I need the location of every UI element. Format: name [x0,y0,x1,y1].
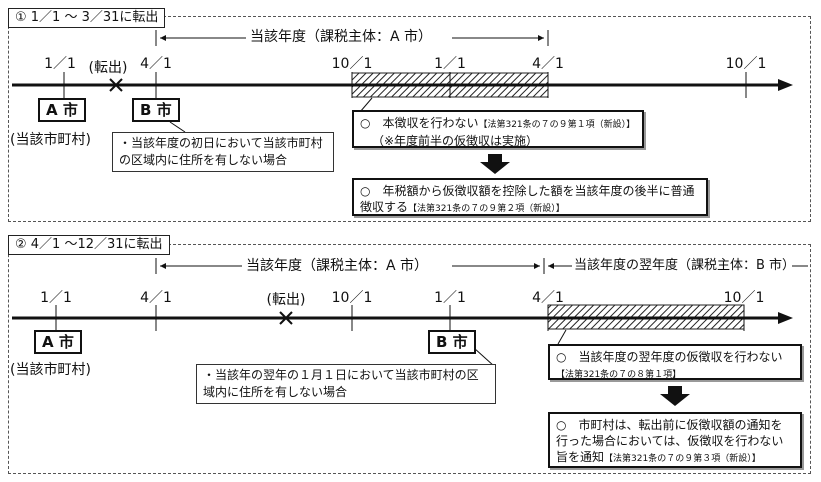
pointer-box-2 [557,329,567,345]
note-2: ・当該年の翌年の１月１日において当該市町村の区域内に住所を有しない場合 [196,364,496,404]
date-2-6: 10／1 [723,290,765,306]
period-label-1: 当該年度（課税主体：A 市） [250,29,433,45]
city-b-2: B 市 [428,330,476,354]
box-1-1: ○ 本徴収を行わない【法第321条の７の９第１項（新設）】 （※年度前半の仮徴収… [352,110,644,148]
timeline-2-arrow [778,312,793,324]
pointer-box-1 [359,97,373,113]
city-a-sub-2: (当該市町村) [10,362,91,378]
section-1-panel [8,16,811,222]
box-1-1-main: ○ 本徴収を行わない [360,116,479,130]
date-2-3: 10／1 [331,290,373,306]
section-2-panel [8,244,811,474]
box-2-2: ○ 市町村は、転出前に仮徴収額の通知を行った場合においては、仮徴収を行わない旨を… [548,412,802,468]
box-2-2-main: ○ 市町村は、転出前に仮徴収額の通知を行った場合においては、仮徴収を行わない旨を… [556,418,784,464]
next-period-label-2: 当該年度の翌年度（課税主体：B 市） [574,258,796,273]
date-1-3: 10／1 [331,56,373,72]
box-1-1-sub: （※年度前半の仮徴収は実施） [372,134,539,148]
date-2-4: 1／1 [434,290,466,306]
box-1-2-ref: 【法第321条の７の９第２項（新設）】 [408,204,565,214]
box-2-1-ref: 【法第321条の７の８第１項】 [556,370,682,380]
city-a-2: A 市 [34,330,82,354]
date-1-6: 10／1 [725,56,767,72]
city-a-sub-1: (当該市町村) [10,132,91,148]
timeline-1-arrow [778,79,793,91]
date-2-2: 4／1 [140,290,172,306]
box-2-1: ○ 当該年度の翌年度の仮徴収を行わない 【法第321条の７の８第１項】 [548,344,802,380]
date-2-5: 4／1 [532,290,564,306]
down-arrow-2 [660,386,690,406]
city-a-1: A 市 [38,98,86,122]
box-2-2-ref: 【法第321条の７の９第３項（新設）】 [604,454,761,464]
box-1-1-ref: 【法第321条の７の９第１項（新設）】 [478,120,636,130]
period-bracket-1 [155,30,549,46]
box-2-1-main: ○ 当該年度の翌年度の仮徴収を行わない [556,350,783,364]
date-2-1: 1／1 [40,290,72,306]
box-1-2: ○ 年税額から仮徴収額を控除した額を当該年度の後半に普通徴収する【法第321条の… [352,178,708,216]
pointer-note-2 [473,347,495,367]
down-arrow-1 [480,154,510,174]
move-cross-1 [109,78,123,92]
section-1-tab: ① 1／1 ～ 3／31に転出 [8,8,166,28]
move-cross-2 [279,311,293,325]
date-1-1: 1／1 [44,56,76,72]
section-2-tab: ② 4／1 ～12／31に転出 [8,235,170,255]
date-1-2: 4／1 [140,56,172,72]
move-label-1: (転出) [88,60,128,76]
period-label-2: 当該年度（課税主体：A 市） [246,258,429,274]
period-bracket-2 [155,258,808,274]
move-label-2: (転出) [266,292,306,308]
date-1-4: 1／1 [434,56,466,72]
box-1-2-main: ○ 年税額から仮徴収額を控除した額を当該年度の後半に普通徴収する [360,184,695,214]
date-1-5: 4／1 [532,56,564,72]
note-1: ・当該年度の初日において当該市町村の区域内に住所を有しない場合 [112,132,334,172]
city-b-1: B 市 [132,98,180,122]
pointer-note-1 [169,121,186,133]
